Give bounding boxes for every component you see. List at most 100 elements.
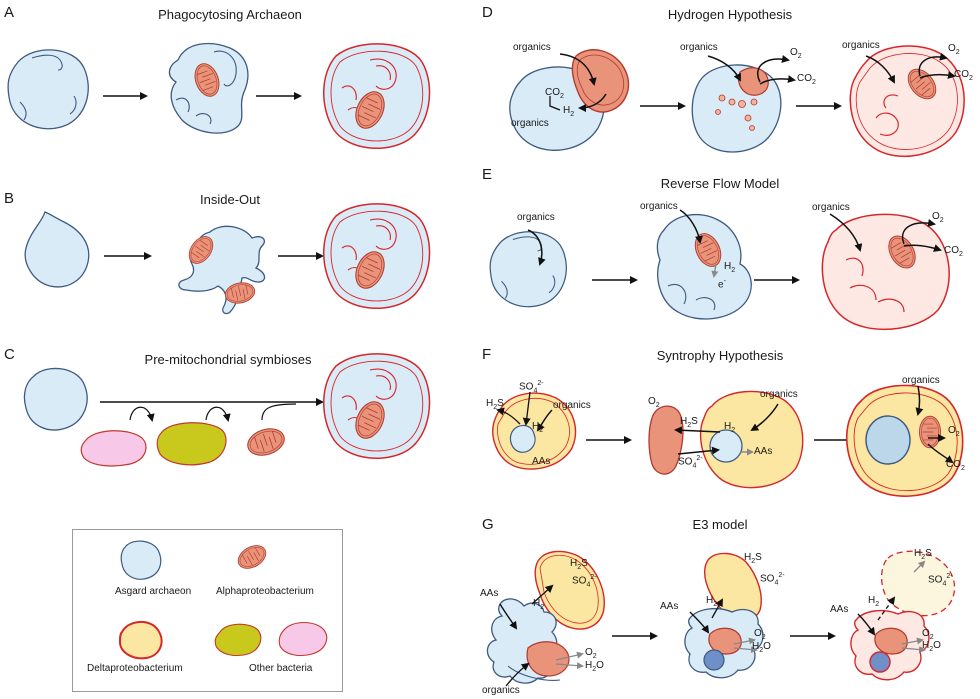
legend-asgard-icon	[120, 540, 162, 580]
panel-c-transfer-2	[205, 406, 231, 422]
panel-title-c: Pre-mitochondrial symbioses	[144, 352, 312, 367]
label-g-h2s-1: H2S	[570, 558, 588, 572]
panel-d-co2-arrow	[759, 75, 796, 85]
panel-e-electron-arrow	[711, 263, 719, 278]
panel-c-bacterium-green	[156, 422, 227, 466]
panel-e-co2-arrow	[903, 244, 942, 252]
label-g-h2s-2: H2S	[744, 552, 762, 566]
panel-f-co2-arrow	[927, 443, 954, 464]
panel-d-organics-arrow	[559, 53, 597, 86]
label-d-organics-3: organics	[680, 42, 718, 53]
panel-d-organics-arrow-3	[865, 55, 895, 84]
panel-c-transfer-3	[261, 403, 297, 421]
label-g-h2-1: H2	[533, 598, 545, 612]
panel-d-eukaryote	[849, 45, 965, 158]
label-f-so4-2: SO42-	[678, 455, 703, 470]
panel-b-inside-out	[178, 225, 266, 315]
label-f-aas-2: AAs	[754, 446, 773, 457]
label-e-electron: e-	[718, 278, 726, 291]
panel-g-o2-arrow	[555, 651, 584, 661]
panel-letter-e: E	[482, 166, 493, 183]
panel-f-delta-host	[492, 392, 577, 470]
label-g-h2s-3: H2S	[914, 548, 932, 562]
panel-g-delta	[534, 550, 605, 630]
panel-g-aas-arrow-2	[689, 611, 710, 634]
label-g-so4-3: SO42-	[928, 573, 953, 588]
panel-letter-g: G	[482, 516, 494, 533]
panel-g-archaeon	[486, 598, 570, 684]
panel-f-organics-arrow-2	[750, 403, 779, 432]
panel-letter-d: D	[482, 4, 493, 21]
panel-title-a: Phagocytosing Archaeon	[158, 7, 302, 22]
panel-f-h2s-arrow-2	[674, 426, 721, 435]
label-g-aas-2: AAs	[660, 601, 679, 612]
panel-g-h2o-arrow-2	[733, 646, 758, 654]
label-d-organics-1: organics	[513, 42, 551, 53]
panel-c-alphaproteobacterium	[243, 423, 289, 461]
panel-title-g: E3 model	[692, 517, 748, 532]
panel-g-h2s-arrow-3	[913, 560, 926, 573]
panel-c-transfer-1	[129, 406, 155, 422]
panel-e-archaeon	[489, 231, 567, 308]
panel-title-e: Reverse Flow Model	[660, 176, 780, 191]
label-g-h2o-1: H2O	[585, 660, 604, 674]
label-e-organics-2: organics	[640, 201, 678, 212]
label-d-h2-1: H2	[563, 105, 575, 119]
label-g-aas-1: AAs	[480, 588, 499, 599]
panel-g-organics-arrow	[505, 662, 530, 687]
label-f-o2-2: O2	[948, 425, 960, 439]
label-d-co2-3: CO2	[954, 69, 973, 83]
panel-g-h2o-arrow-3	[901, 646, 926, 654]
panel-b-eukaryote	[324, 204, 430, 308]
label-d-co2-1: CO2	[545, 87, 564, 101]
panel-letter-c: C	[4, 346, 15, 363]
label-e-organics-1: organics	[517, 212, 555, 223]
panel-e-eukaryote	[821, 213, 950, 331]
label-d-o2-1: O2	[790, 47, 802, 61]
label-f-organics-2: organics	[760, 389, 798, 400]
panel-letter-b: B	[4, 190, 15, 207]
label-f-organics-1: organics	[553, 400, 591, 411]
legend-other-label: Other bacteria	[249, 663, 313, 674]
label-f-co2: CO2	[946, 459, 965, 473]
label-g-so4-2: SO42-	[760, 572, 785, 587]
label-g-o2-3: O2	[922, 628, 934, 642]
panel-f-organics-arrow-3	[915, 385, 924, 416]
panel-g-h2o-arrow	[555, 662, 584, 670]
label-g-organics: organics	[482, 685, 520, 696]
label-f-so4-1: SO42-	[519, 380, 544, 395]
panel-e-organics-arrow	[527, 229, 546, 266]
panel-d-co2-arrow-2	[919, 71, 956, 79]
legend-other-green-icon	[214, 623, 262, 657]
label-g-h2-2: H2	[706, 595, 718, 609]
label-g-h2o-2: H2O	[752, 641, 771, 655]
legend-alpha-label: Alphaproteobacterium	[216, 586, 314, 597]
label-g-o2-1: O2	[585, 647, 597, 661]
panel-e-o2-arrow	[901, 218, 936, 245]
label-d-organics-4: organics	[842, 40, 880, 51]
legend	[72, 529, 343, 692]
panel-f-so4-arrow-2	[677, 446, 720, 455]
panel-a-archaeon	[7, 49, 89, 130]
label-f-o2-1: O2	[648, 396, 660, 410]
panel-e-organics-arrow-2	[679, 209, 703, 244]
panel-g-o2-arrow-2	[733, 637, 756, 645]
panel-d-co2-bracket	[549, 96, 561, 111]
label-g-o2-2: O2	[754, 628, 766, 642]
panel-c-eukaryote	[324, 354, 430, 458]
panel-f-eukaryote	[846, 384, 964, 497]
label-g-so4-1: SO42-	[572, 574, 597, 589]
legend-asgard-label: Asgard archaeon	[115, 586, 192, 597]
legend-delta-label: Deltaproteobacterium	[87, 663, 183, 674]
label-f-h2-2: H2	[724, 421, 736, 435]
panel-g-eukaryote	[850, 550, 956, 681]
label-d-organics-2: organics	[511, 118, 549, 129]
panel-g-o2-arrow-3	[901, 637, 924, 645]
panel-g-aas-arrow-3	[857, 613, 876, 636]
panel-e-intermediate	[656, 213, 752, 320]
panel-a-phagocytosis	[168, 42, 249, 134]
panel-g-intermediate	[684, 552, 764, 679]
label-f-organics-3: organics	[902, 375, 940, 386]
